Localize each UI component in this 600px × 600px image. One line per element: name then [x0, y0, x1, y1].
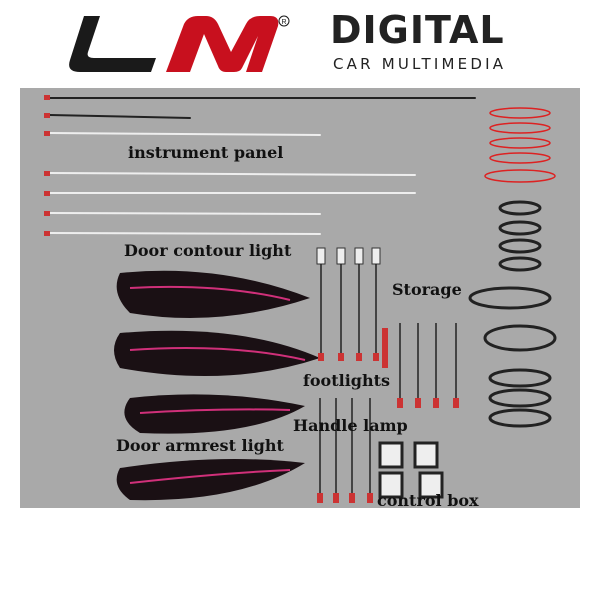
- label-storage: Storage: [392, 280, 462, 299]
- label-instrument-panel: instrument panel: [128, 143, 284, 162]
- label-control-box: control box: [377, 491, 479, 510]
- product-photo: instrument panel Door contour light Stor…: [20, 88, 580, 510]
- brand-subtitle: CAR MULTIMEDIA: [333, 55, 507, 73]
- brand-title: DIGITAL: [330, 8, 505, 52]
- svg-text:R: R: [282, 19, 287, 26]
- label-door-armrest-light: Door armrest light: [116, 436, 284, 455]
- label-door-contour-light: Door contour light: [124, 241, 292, 260]
- lm-logo: R: [66, 12, 296, 79]
- label-footlights: footlights: [303, 371, 390, 390]
- product-illustration: [44, 95, 557, 503]
- label-handle-lamp: Handle lamp: [293, 416, 408, 435]
